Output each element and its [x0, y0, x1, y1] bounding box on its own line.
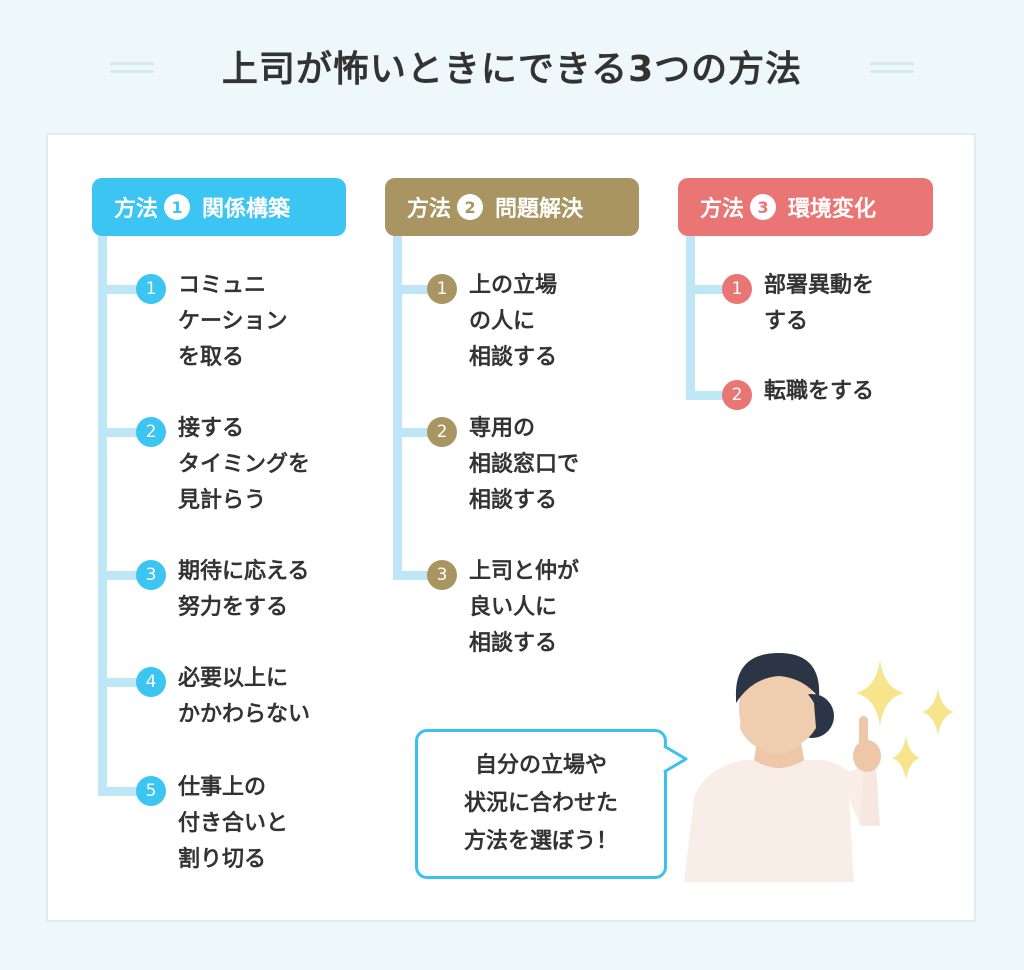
- method-prefix: 方法: [407, 197, 452, 222]
- connector-branch: [686, 391, 736, 400]
- method-name: 環境変化: [788, 197, 877, 222]
- item-number-badge: 2: [722, 380, 752, 410]
- method-name: 関係構築: [202, 197, 291, 222]
- item-text: 接する タイミングを 見計らう: [178, 416, 311, 513]
- sparkle-icon: [892, 736, 920, 780]
- connector-branch: [98, 285, 148, 294]
- method-header-1: 方法 1 関係構築: [92, 178, 346, 236]
- item-number-badge: 3: [136, 560, 166, 590]
- title-area: 上司が怖いときにできる3つの方法: [0, 38, 1024, 102]
- page-title: 上司が怖いときにできる3つの方法: [221, 49, 803, 90]
- item-number-badge: 1: [136, 274, 166, 304]
- item-number-badge: 3: [427, 560, 457, 590]
- item-text: 必要以上に かかわらない: [178, 666, 311, 727]
- item-number-badge: 2: [136, 417, 166, 447]
- item-text: 上司と仲が 良い人に 相談する: [469, 559, 580, 656]
- method-prefix: 方法: [114, 197, 159, 222]
- method-header-3: 方法 3 環境変化: [678, 178, 933, 236]
- connector-branch: [393, 571, 443, 580]
- item-number-badge: 4: [136, 667, 166, 697]
- item-text: 転職をする: [764, 379, 875, 404]
- sparkle-icon: [922, 688, 954, 736]
- sparkle-icon: [856, 660, 904, 726]
- speech-bubble: 自分の立場や 状況に合わせた 方法を選ぼう！: [415, 729, 667, 879]
- item-text: 期待に応える 努力をする: [178, 559, 310, 620]
- connector-branch: [98, 678, 148, 687]
- title-decoration-left: [110, 60, 154, 74]
- method-header-2: 方法 2 問題解決: [385, 178, 639, 236]
- method-number-badge: 2: [457, 194, 484, 220]
- method-name: 問題解決: [495, 197, 584, 222]
- connector-trunk: [98, 236, 107, 796]
- connector-branch: [98, 787, 148, 796]
- item-text: コミュニ ケーション を取る: [178, 273, 288, 370]
- item-number-badge: 1: [722, 274, 752, 304]
- speech-bubble-text: 自分の立場や 状況に合わせた 方法を選ぼう！: [463, 753, 618, 854]
- item-text: 仕事上の 付き合いと 割り切る: [178, 775, 289, 872]
- method-number-badge: 3: [750, 194, 777, 220]
- connector-branch: [686, 285, 736, 294]
- method-prefix: 方法: [700, 197, 745, 222]
- item-number-badge: 5: [136, 776, 166, 806]
- item-text: 部署異動を する: [764, 273, 875, 334]
- connector-trunk: [686, 236, 695, 400]
- item-number-badge: 1: [427, 274, 457, 304]
- connector-trunk: [393, 236, 402, 580]
- woman-pointing-illustration: [684, 653, 954, 882]
- item-number-badge: 2: [427, 417, 457, 447]
- connector-branch: [98, 428, 148, 437]
- speech-bubble-tail: [662, 744, 688, 774]
- item-text: 専用の 相談窓口で 相談する: [469, 416, 580, 513]
- connector-branch: [393, 285, 443, 294]
- item-text: 上の立場 の人に 相談する: [469, 273, 558, 370]
- title-decoration-right: [870, 60, 914, 74]
- connector-branch: [393, 428, 443, 437]
- connector-branch: [98, 571, 148, 580]
- method-number-badge: 1: [164, 194, 191, 220]
